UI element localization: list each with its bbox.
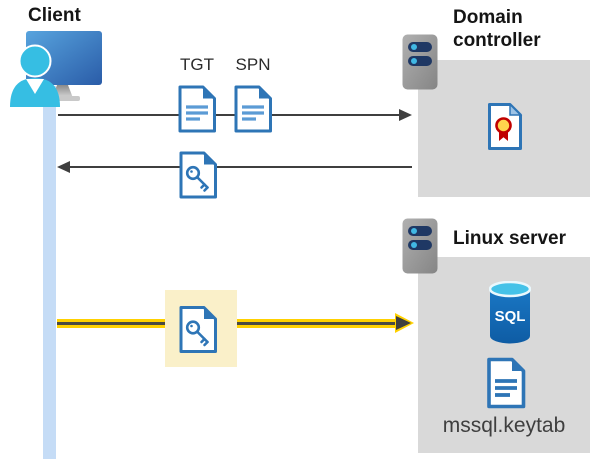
arrow-dc-to-client-head <box>57 161 70 173</box>
service-ticket-key-document-icon <box>179 306 217 353</box>
tgt-document-icon <box>178 85 216 133</box>
yellow-arrow-head-inner <box>396 316 411 330</box>
domain-controller-server-icon <box>402 34 438 90</box>
arrow-client-to-dc-head <box>399 109 412 121</box>
spn-label: SPN <box>235 55 271 74</box>
arrow-client-to-dc-line <box>58 114 400 116</box>
keytab-document-icon <box>487 357 526 409</box>
workstation-user-icon <box>10 31 102 107</box>
tgt-label: TGT <box>180 55 214 74</box>
arrow-dc-to-client-line <box>70 166 412 168</box>
linux-server-server-icon <box>402 218 438 274</box>
sql-text: SQL <box>495 308 526 325</box>
linux-server-label: Linux server <box>453 228 566 249</box>
domain-controller-label: Domain controller <box>453 7 541 51</box>
sql-database-icon: SQL <box>489 281 531 344</box>
spn-document-icon <box>234 85 272 133</box>
certificate-icon <box>488 102 523 150</box>
client-label: Client <box>28 5 81 26</box>
client-timeline <box>43 86 56 459</box>
key-document-icon <box>179 151 217 199</box>
keytab-label: mssql.keytab <box>442 414 566 437</box>
